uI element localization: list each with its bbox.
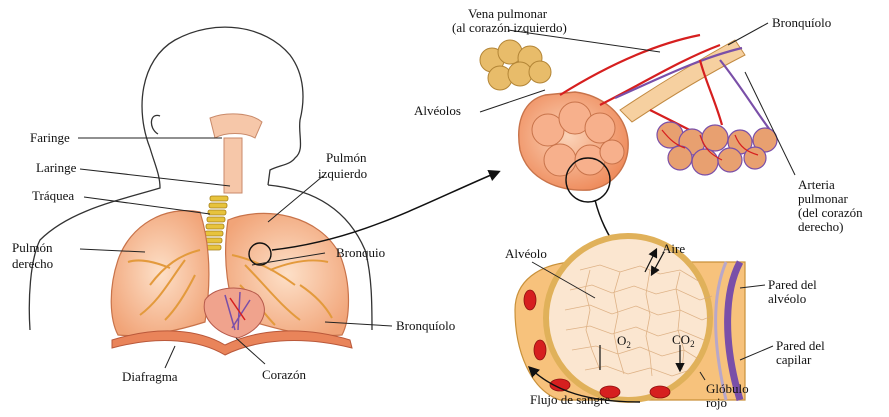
label-globulo-2: rojo — [706, 395, 727, 410]
label-arteria-1: Arteria — [798, 177, 835, 192]
label-arteria-4: derecho) — [798, 219, 843, 234]
label-pared-capilar-2: capilar — [776, 352, 812, 367]
label-pared-capilar-1: Pared del — [776, 338, 825, 353]
label-pulmon-derecho-1: Pulmón — [12, 240, 53, 255]
label-alveolo: Alvéolo — [505, 246, 547, 261]
label-arteria-2: pulmonar — [798, 191, 848, 206]
label-bronquiolo-top: Bronquíolo — [772, 15, 831, 30]
label-laringe: Laringe — [36, 160, 77, 175]
label-corazon: Corazón — [262, 367, 307, 382]
capillary-cluster — [657, 122, 777, 175]
label-aire: Aire — [662, 241, 685, 256]
alveoli-cluster — [480, 35, 777, 202]
label-pulmon-izquierdo-1: Pulmón — [326, 150, 367, 165]
label-faringe: Faringe — [30, 130, 70, 145]
alveolus-detail — [515, 236, 745, 402]
label-vena-pulmonar-2: (al corazón izquierdo) — [452, 20, 567, 35]
label-diafragma: Diafragma — [122, 369, 178, 384]
label-flujo: Flujo de sangre — [530, 392, 610, 407]
heart — [204, 288, 264, 338]
label-bronquiolo-body: Bronquíolo — [396, 318, 455, 333]
label-pared-alveolo-1: Pared del — [768, 277, 817, 292]
label-o2-sub: 2 — [626, 340, 631, 350]
label-alveolos: Alvéolos — [414, 103, 461, 118]
label-pulmon-izquierdo-2: izquierdo — [318, 166, 367, 181]
label-co2-sub: 2 — [690, 339, 695, 349]
right-lung — [111, 211, 209, 336]
yellow-alveoli — [480, 40, 551, 90]
label-bronquio: Bronquio — [336, 245, 385, 260]
label-globulo-1: Glóbulo — [706, 381, 749, 396]
label-o2-main: O — [617, 333, 626, 348]
label-traquea: Tráquea — [32, 188, 74, 203]
label-arteria-3: (del corazón — [798, 205, 863, 220]
label-pared-alveolo-2: alvéolo — [768, 291, 806, 306]
label-pulmon-derecho-2: derecho — [12, 256, 53, 271]
label-co2-main: CO — [672, 332, 690, 347]
label-vena-pulmonar-1: Vena pulmonar — [468, 6, 548, 21]
